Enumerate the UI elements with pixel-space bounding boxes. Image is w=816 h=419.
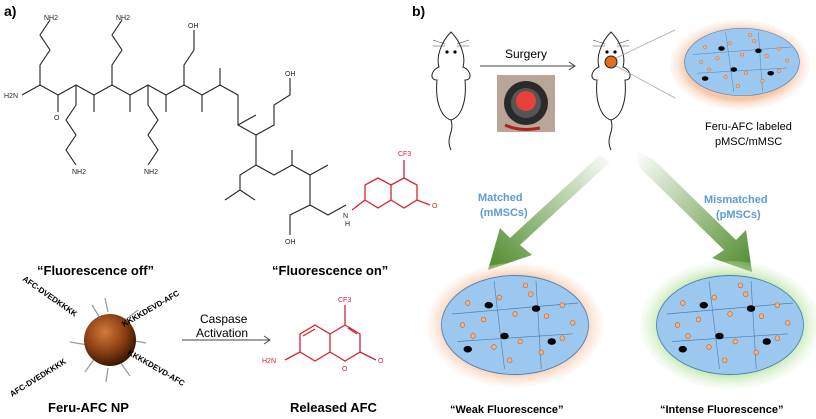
peptide-label: AFC-DVEDKKKK	[21, 274, 79, 318]
svg-text:H2N: H2N	[4, 93, 18, 100]
cells-label-2: pMSC/mMSC	[715, 136, 782, 148]
svg-text:NH2: NH2	[116, 15, 130, 22]
activation-label: Activation	[196, 326, 248, 340]
np-caption: Feru-AFC NP	[48, 400, 129, 415]
fluorescence-off-label: “Fluorescence off”	[37, 263, 154, 278]
weak-fluorescence-tissue	[427, 263, 603, 387]
mouse-after	[591, 31, 631, 151]
matched-label-2: (mMSCs)	[480, 207, 528, 219]
released-afc-structure: CF3 H2N O O	[262, 297, 384, 373]
svg-text:O: O	[432, 203, 438, 210]
nanoparticle	[69, 297, 147, 383]
svg-text:OH: OH	[188, 23, 199, 30]
peptide-label: AFC-DVEDKKKK	[8, 357, 68, 399]
svg-text:N: N	[343, 213, 348, 220]
np-sphere	[84, 314, 136, 366]
svg-text:NH2: NH2	[72, 169, 86, 176]
peptide-label: KKKKDEVD-AFC	[121, 289, 182, 329]
svg-text:NH2: NH2	[144, 169, 158, 176]
panel-b-label: b)	[412, 3, 425, 19]
mismatched-label-2: (pMSCs)	[716, 209, 761, 221]
intense-fluorescence-caption: “Intense Fluorescence”	[660, 404, 784, 416]
fluorescence-on-label: “Fluorescence on”	[272, 263, 388, 278]
zoom-lines	[615, 29, 676, 99]
mismatched-arrow	[636, 150, 752, 272]
svg-text:O: O	[54, 115, 60, 122]
caspase-label: Caspase	[200, 312, 248, 326]
caspase-arrow	[182, 335, 271, 345]
svg-text:CF3: CF3	[338, 297, 351, 304]
matched-label-1: Matched	[478, 192, 523, 204]
panel-a-label: a)	[4, 3, 16, 19]
cells-label-1: Feru-AFC labeled	[705, 121, 792, 133]
surgery-photo	[497, 75, 555, 132]
peptide-label: KKKKDEVD-AFC	[126, 348, 187, 388]
svg-text:OH: OH	[285, 239, 296, 246]
surgery-label: Surgery	[505, 47, 547, 61]
afc-caption: Released AFC	[290, 400, 378, 415]
mouse-before	[431, 31, 471, 151]
svg-text:H: H	[345, 221, 350, 228]
afc-structure-top: CF3 O	[351, 151, 438, 211]
implant-site	[604, 55, 618, 69]
svg-text:O: O	[378, 358, 384, 365]
svg-text:NH2: NH2	[44, 15, 58, 22]
svg-text:O: O	[342, 366, 348, 373]
mismatched-label-1: Mismatched	[704, 194, 768, 206]
peptide-structure: NH2 H2N O NH2 NH2 NH2 OH OH OH N H	[4, 15, 350, 246]
matched-arrow	[488, 150, 610, 270]
svg-text:CF3: CF3	[398, 151, 411, 158]
labeled-cells-tissue	[670, 20, 810, 110]
svg-text:H2N: H2N	[262, 358, 276, 365]
svg-text:OH: OH	[285, 71, 296, 78]
surgery-arrow	[480, 61, 576, 71]
intense-fluorescence-tissue	[640, 261, 816, 389]
weak-fluorescence-caption: “Weak Fluorescence”	[450, 404, 564, 416]
